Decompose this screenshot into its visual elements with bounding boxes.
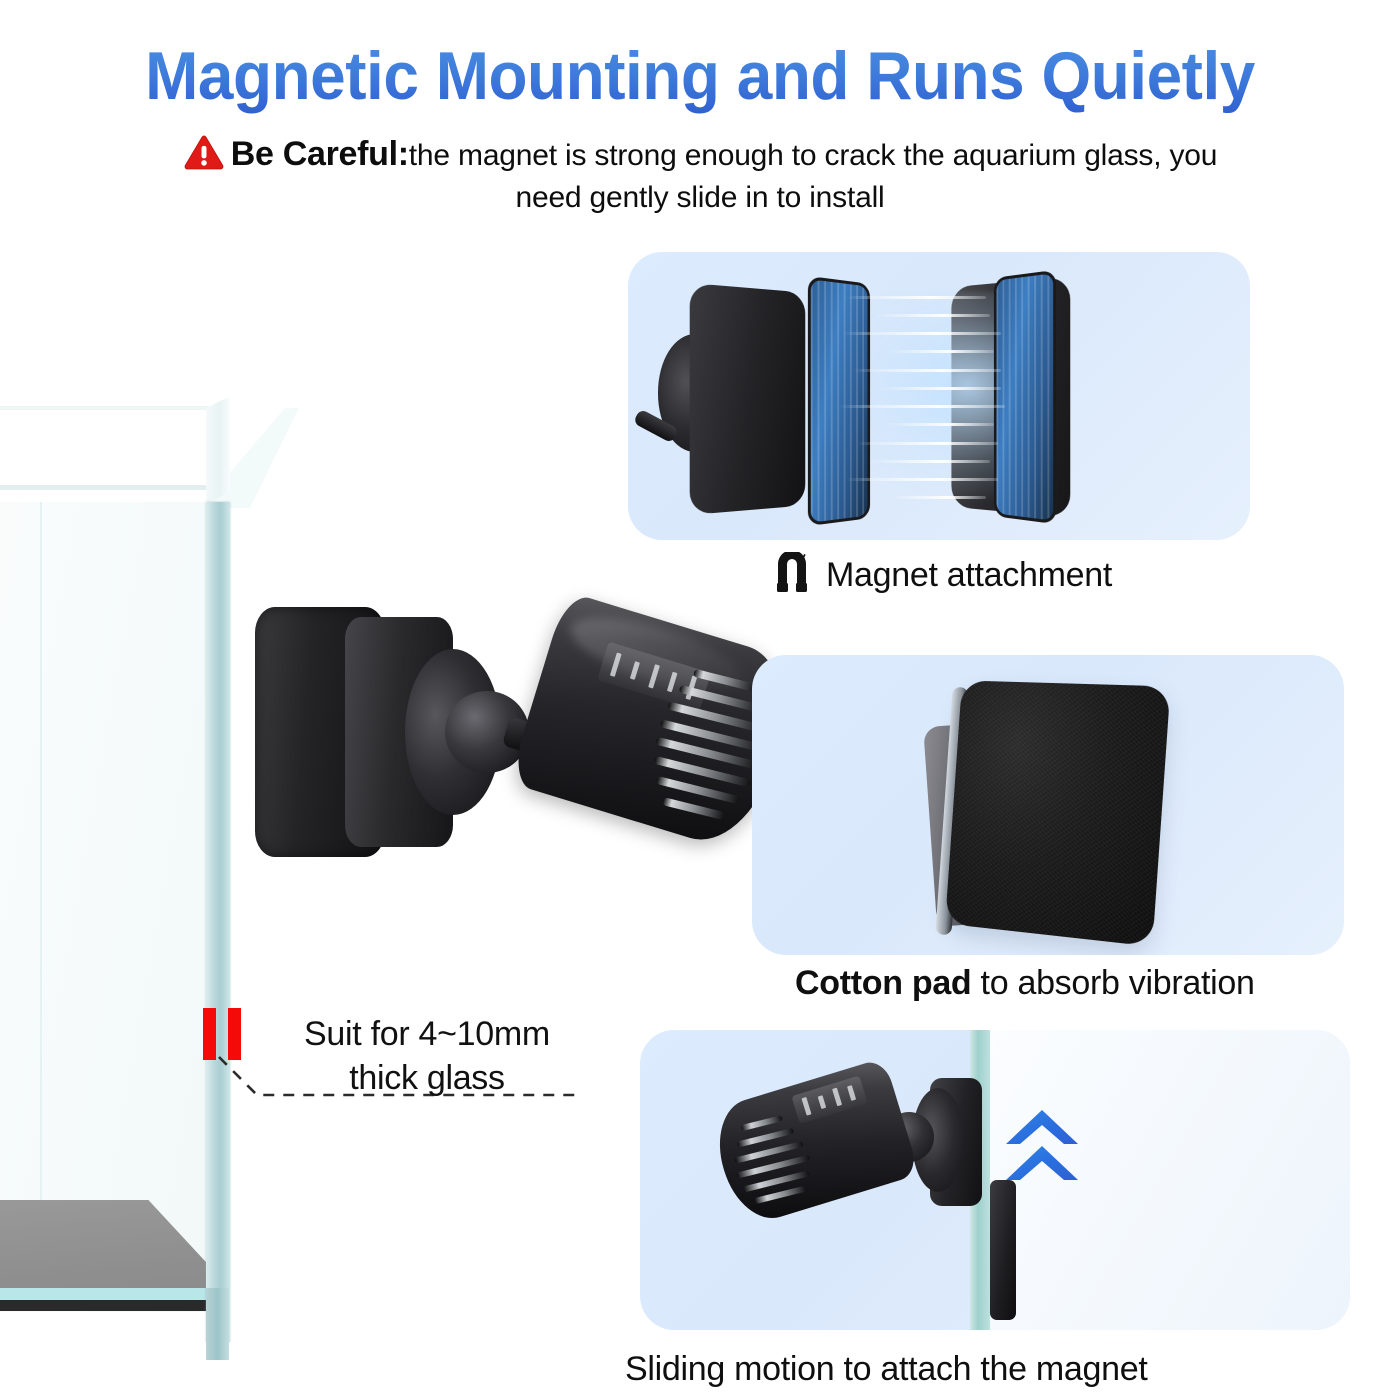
panel-sliding-motion <box>640 1030 1350 1330</box>
glass-thickness-caption: Suit for 4~10mm thick glass <box>262 1012 592 1100</box>
caption-magnet-text: Magnet attachment <box>826 556 1112 594</box>
caption-cotton-bold: Cotton pad <box>795 964 972 1002</box>
cotton-pad <box>945 680 1171 947</box>
panel-cotton-pad <box>752 655 1344 955</box>
tank-front-glass-top <box>206 396 230 504</box>
slide-pump-label-icons <box>790 1075 868 1125</box>
double-chevron-up-icon <box>1006 1110 1078 1180</box>
glass-caption-line-1: Suit for 4~10mm <box>304 1015 550 1053</box>
slide-outer-magnet <box>990 1180 1016 1320</box>
caution-note: Be Careful:the magnet is strong enough t… <box>70 134 1330 218</box>
tank-glass-foot <box>206 1288 229 1360</box>
wave-pump-product-photo <box>255 591 804 895</box>
panel-magnet-attachment <box>628 252 1250 540</box>
warning-triangle-icon <box>183 134 225 172</box>
caption-cotton-rest: to absorb vibration <box>971 964 1255 1002</box>
caption-sliding-motion: Sliding motion to attach the magnet <box>625 1350 1148 1388</box>
slide-pump-grill <box>724 1111 819 1208</box>
tank-floor-shadow <box>0 1300 226 1311</box>
slide-pump-body <box>706 1057 920 1229</box>
tank-rim <box>0 485 230 490</box>
caution-label: Be Careful: <box>230 135 409 173</box>
glass-thickness-marker-right <box>228 1008 241 1060</box>
glass-caption-line-2: thick glass <box>349 1059 505 1097</box>
slide-glass-face <box>990 1030 1350 1330</box>
glass-thickness-marker-left <box>203 1008 216 1060</box>
magnetic-field-lines <box>838 282 1028 510</box>
page-title: Magnetic Mounting and Runs Quietly <box>42 36 1358 116</box>
tank-inner-seam <box>40 502 42 1302</box>
tank-front-glass <box>206 502 230 1342</box>
caption-cotton-pad: Cotton pad to absorb vibration <box>795 962 1255 1004</box>
tank-floor-strip <box>0 1288 230 1300</box>
magnet-inner-plate <box>689 282 806 516</box>
caution-body-line-1: the magnet is strong enough to crack the… <box>408 139 1218 172</box>
caption-magnet-attachment: Magnet attachment <box>770 550 1112 596</box>
aquarium-tank-illustration <box>0 390 550 1360</box>
tank-back-glass <box>0 502 223 1312</box>
caution-body-line-2: need gently slide in to install <box>515 181 885 214</box>
tank-top-edge <box>0 406 210 410</box>
horseshoe-magnet-icon <box>770 550 814 596</box>
